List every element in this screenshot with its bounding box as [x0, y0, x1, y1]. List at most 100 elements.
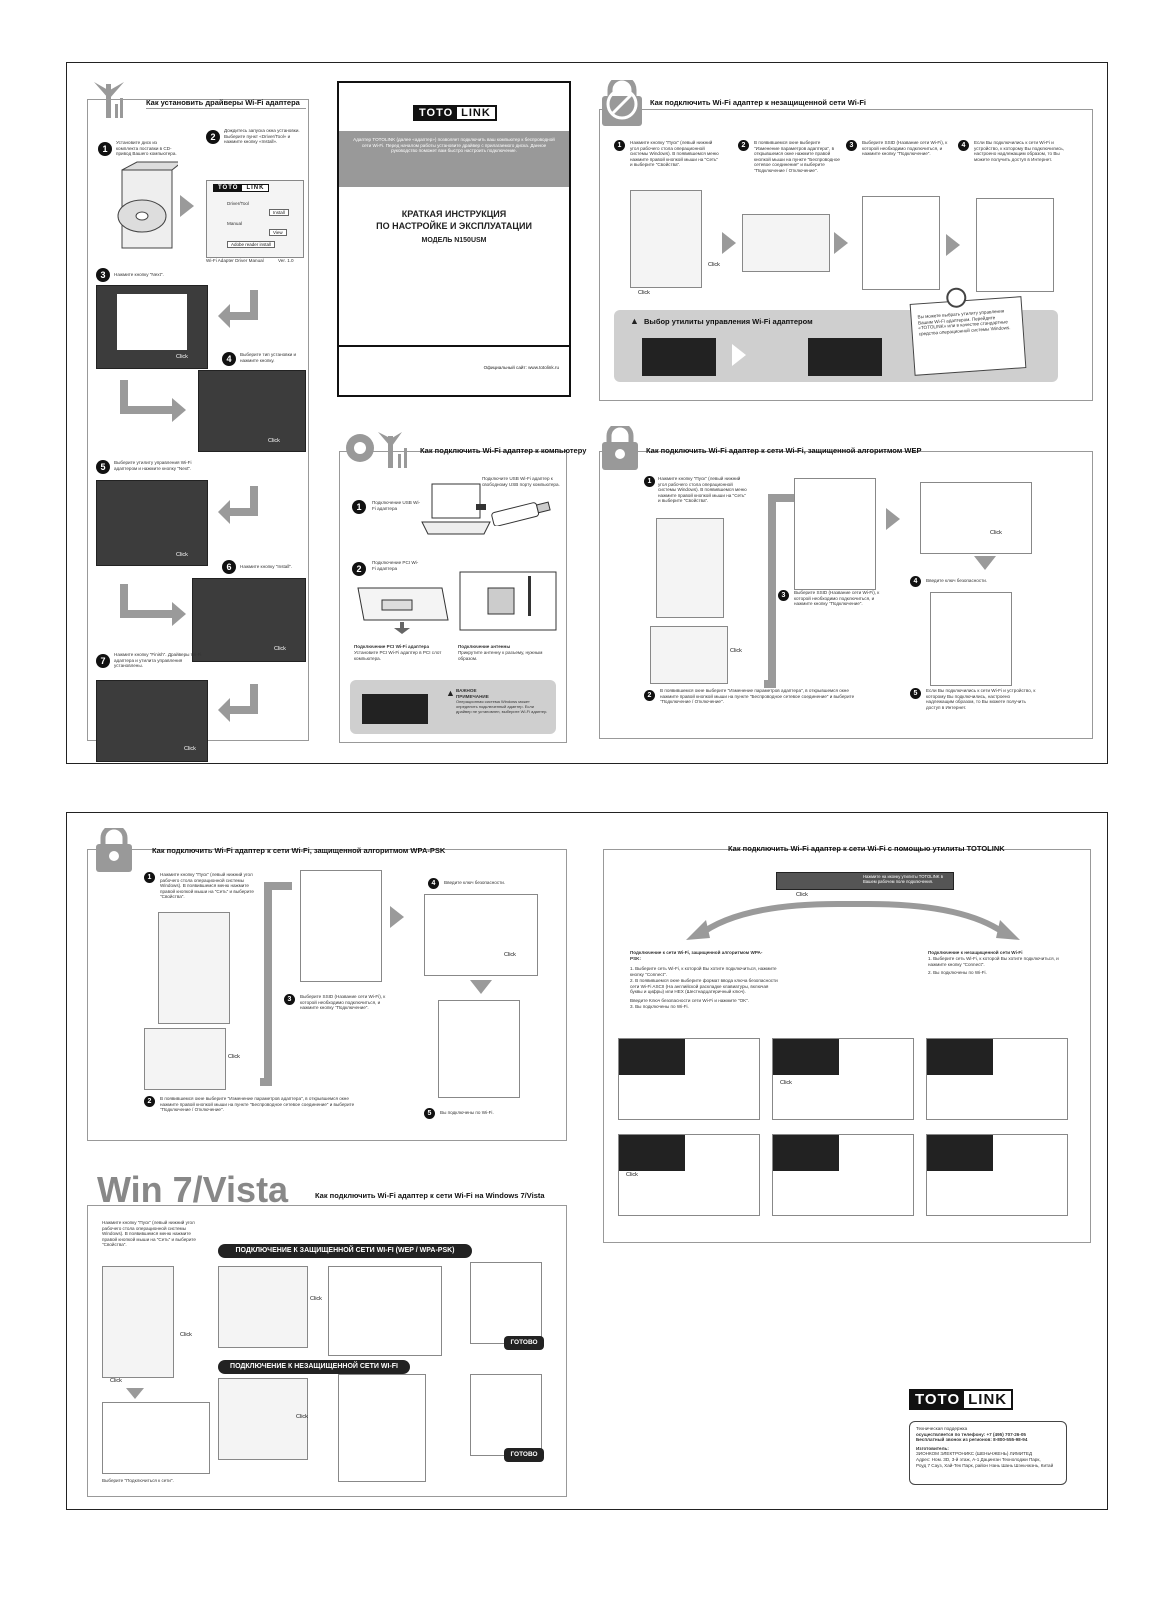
network-list-screenshot: [862, 196, 940, 290]
installer-screenshot-6: [192, 578, 306, 662]
arrow-down: [974, 556, 996, 570]
win7-panel: Нажмите кнопку "Пуск" (левый нижний угол…: [87, 1205, 567, 1497]
wpa-step5: Вы подключены по Wi-Fi.: [440, 1110, 494, 1115]
contact-address-2: Роуд 7 Сауз, Хай-Тек Парк, район Нань Ша…: [916, 1462, 1054, 1468]
click-label: Click: [228, 1054, 240, 1060]
sheet-bottom: Как подключить Wi-Fi адаптер к сети Wi-F…: [66, 812, 1108, 1510]
arrow-right: [886, 508, 900, 530]
contact-box: Техническая поддержка осуществляется по …: [909, 1421, 1067, 1485]
step-6-badge: 6: [222, 560, 236, 574]
security-key-dialog: [424, 894, 538, 976]
pc-step1-note: Подключите USB Wi-Fi адаптер к свободном…: [482, 476, 560, 487]
step-4-badge: 4: [958, 140, 969, 151]
open-banner: ПОДКЛЮЧЕНИЕ К НЕЗАЩИЩЕННОЙ СЕТИ WI-FI: [218, 1360, 410, 1374]
step-5-badge: 5: [910, 688, 921, 699]
open-step2: В появившемся окне выберите "Изменение п…: [754, 140, 840, 173]
utility-screenshot-5: [772, 1134, 914, 1216]
click-label: Click: [780, 1080, 792, 1086]
installer-screenshot-7: [96, 680, 208, 762]
click-label: Click: [184, 746, 196, 752]
no-lock-icon: [600, 75, 644, 133]
dlg-driver-label: Driver/Tool: [227, 201, 249, 206]
view-button[interactable]: View: [269, 229, 287, 236]
install-step5: Выберите утилиту управления Wi-Fi адапте…: [114, 460, 192, 471]
install-button[interactable]: Install: [269, 209, 289, 216]
sheet-top: Как установить драйверы Wi-Fi адаптера 1…: [66, 62, 1108, 764]
curved-arrow: [218, 486, 264, 531]
cover-site: Официальный сайт: www.totolink.ru: [483, 365, 559, 370]
utility-panel: Как подключить Wi-Fi адаптер к сети Wi-F…: [603, 844, 1091, 1243]
wep-title: Как подключить Wi-Fi адаптер к сети Wi-F…: [646, 446, 922, 455]
context-menu-screenshot: [218, 1378, 308, 1460]
utility-screenshot-1: [618, 1038, 760, 1120]
install-step4: Выберите тип установки и нажмите кнопку.: [240, 352, 297, 363]
step-3-badge: 3: [284, 994, 295, 1005]
step-4-badge: 4: [222, 352, 236, 366]
done-badge: ГОТОВО: [504, 1448, 544, 1462]
win7-big-title: Win 7/Vista: [97, 1169, 289, 1210]
installer-screenshot-4: [198, 370, 306, 452]
arrow-down: [126, 1388, 144, 1399]
utility-right-2: 2. Вы подключены по Wi-Fi.: [928, 970, 987, 975]
wep-panel: Как подключить Wi-Fi адаптер к сети Wi-F…: [599, 422, 1093, 739]
contact-phone: осуществляется по телефону: +7 (495) 707…: [916, 1431, 1026, 1437]
step-3-badge: 3: [96, 268, 110, 282]
lock-icon: [94, 824, 134, 877]
contact-address-1: Адрес: Ном. 3D, 3-й этаж, А-1 Дацинган Т…: [916, 1456, 1041, 1462]
step-4-badge: 4: [910, 576, 921, 587]
install-step1: Установите диск из комплекта поставки в …: [116, 140, 177, 157]
antenna-icon: [90, 78, 128, 118]
utility-left-4: 3. Вы подключены по Wi-Fi.: [630, 1004, 689, 1009]
wpa-step2: В появившемся окне выберите "Изменение п…: [160, 1096, 355, 1113]
warning-icon: ▲: [446, 688, 455, 698]
step-5-badge: 5: [96, 460, 110, 474]
step-2-badge: 2: [644, 690, 655, 701]
pc-cap2: Прикрутите антенну к разъему, нужным обр…: [458, 650, 543, 661]
wpa-step1: Нажмите кнопку "Пуск" (левый нижний угол…: [160, 872, 254, 900]
win7-bottom-note: Выберите "Подключиться к сети".: [102, 1478, 174, 1483]
utility-choice-title: Выбор утилиты управления Wi-Fi адаптером: [644, 317, 813, 326]
win7-intro: Нажмите кнопку "Пуск" (левый нижний угол…: [102, 1220, 196, 1248]
pc-step2: Подключение PCI Wi-Fi адаптера: [372, 560, 419, 571]
pc-panel: Как подключить Wi-Fi адаптер к компьютер…: [339, 432, 586, 743]
done-badge: ГОТОВО: [504, 1336, 544, 1350]
curved-arrow-up: [760, 488, 800, 693]
network-list-screenshot: [300, 870, 382, 982]
install-step7: Нажмите кнопку "Finish". Драйверы Wi-Fi …: [114, 652, 202, 669]
click-label: Click: [638, 290, 650, 296]
arrow-right: [390, 906, 404, 928]
wep-step5: Если Вы подключились к сети Wi-Fi и устр…: [926, 688, 1036, 710]
pc-step1: Подключение USB Wi-Fi адаптера: [372, 500, 421, 511]
start-menu-screenshot: [630, 190, 702, 288]
dlg-version: Ver. 1.0: [278, 258, 294, 263]
open-net-title: Как подключить Wi-Fi адаптер к незащищен…: [650, 98, 866, 107]
contact-maker-label: Изготовитель:: [916, 1445, 949, 1451]
step-7-badge: 7: [96, 654, 110, 668]
connected-list-screenshot: [438, 1000, 520, 1098]
click-label: Click: [796, 892, 808, 898]
adobe-button[interactable]: Adobe reader install: [227, 241, 276, 248]
warning-box: ▲ ВАЖНОЕ ПРИМЕЧАНИЕ Операционная система…: [350, 680, 556, 734]
curved-arrow-down: [118, 380, 188, 429]
warning-icon: ▲: [630, 316, 639, 326]
contact-line-1: Техническая поддержка: [916, 1426, 968, 1431]
pinned-note-text: Вы можете выбрать утилиту управления Ваш…: [917, 308, 1011, 337]
utility-screenshot-3: [926, 1038, 1068, 1120]
utility-screenshot-2: [772, 1038, 914, 1120]
step-2-badge: 2: [144, 1096, 155, 1107]
click-label: Click: [296, 1414, 308, 1420]
contact-maker: ЗИОНКОМ ЭЛЕКТРОНИКС (ШЕНЬЧЖЕНЬ) ЛИМИТЕД: [916, 1451, 1033, 1457]
laptop-image: [418, 482, 492, 543]
connected-list-screenshot: [470, 1374, 542, 1456]
cover-intro-band: Адаптер TOTOLINK (далее «адаптер») позво…: [339, 131, 569, 187]
split-arrow: [678, 896, 1028, 945]
curved-arrow: [218, 290, 264, 335]
tray-menu-left: [642, 338, 716, 376]
click-label: Click: [990, 530, 1002, 536]
utility-screenshot-4: [618, 1134, 760, 1216]
install-step6: Нажмите кнопку "Install".: [240, 564, 293, 569]
